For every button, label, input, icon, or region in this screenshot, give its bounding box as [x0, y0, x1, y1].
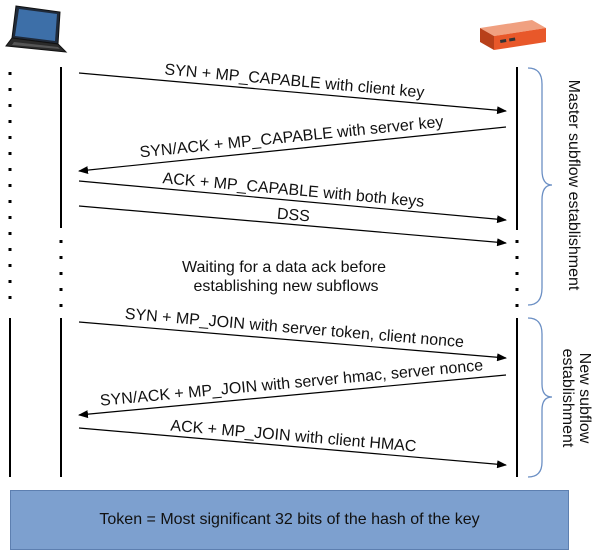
msg-arrow-6 — [78, 374, 507, 419]
msg-label-1: SYN + MP_CAPABLE with client key — [164, 61, 425, 101]
master-phase-label: Master subflow establishment — [565, 80, 582, 291]
msg-arrow-3 — [78, 180, 507, 224]
server-icon — [480, 20, 546, 50]
msg-arrow-2 — [78, 126, 507, 175]
new-subflow-phase-brace — [527, 317, 553, 478]
waiting-text-line-2: establishing new subflows — [194, 278, 379, 295]
msg-label-5: SYN + MP_JOIN with server token, client … — [124, 306, 464, 351]
new-subflow-phase-label-line-1: New subflow — [576, 353, 592, 444]
msg-label-7: ACK + MP_JOIN with client HMAC — [170, 418, 417, 456]
msg-arrow-4 — [78, 205, 507, 247]
new-subflow-phase-label-line-2: establishment — [559, 349, 576, 448]
laptop-icon — [5, 5, 68, 53]
msg-arrow-7 — [78, 427, 507, 469]
msg-arrow-5 — [78, 321, 507, 362]
waiting-text-line-1: Waiting for a data ack before — [182, 259, 386, 276]
master-phase-brace — [527, 67, 553, 306]
token-definition-text: Token = Most significant 32 bits of the … — [99, 511, 480, 528]
msg-label-3: ACK + MP_CAPABLE with both keys — [162, 170, 425, 211]
msg-label-6: SYN/ACK + MP_JOIN with server hmac, serv… — [99, 357, 484, 409]
msg-label-4: DSS — [276, 206, 310, 226]
token-definition-box: Token = Most significant 32 bits of the … — [10, 490, 569, 550]
msg-arrow-1 — [78, 72, 507, 115]
